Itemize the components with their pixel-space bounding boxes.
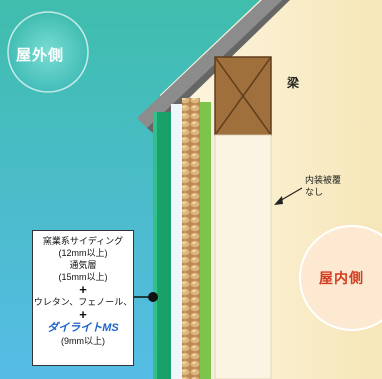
indoor-label: 屋内側 [319, 270, 364, 286]
interior-finish-label: 内装被覆 なし [305, 175, 342, 197]
insulation-layer [182, 98, 200, 379]
plus-sign-2: + [79, 307, 87, 322]
air-layer-text: 通気層 [69, 260, 97, 270]
product-thickness-text: (9mm以上) [61, 336, 105, 346]
beam-label: 梁 [287, 76, 300, 90]
outdoor-circle [8, 12, 88, 92]
outdoor-label: 屋外側 [16, 47, 65, 64]
layer-callout-box: 窯業系サイディング (12mm以上) 通気層 (15mm以上) + ウレタン、フ… [32, 230, 134, 366]
roof [137, 0, 282, 128]
siding-panel [153, 112, 171, 379]
insulation-text: ウレタン、フェノール、 [33, 297, 133, 307]
structural-board [200, 102, 211, 379]
siding-thickness-text: (12mm以上) [58, 248, 108, 258]
callout-dot [148, 292, 158, 302]
siding-text: 窯業系サイディング [42, 236, 124, 246]
stud [214, 134, 272, 379]
air-layer-thickness-text: (15mm以上) [58, 272, 108, 282]
product-name: ダイライトMS [47, 322, 119, 334]
air-layer [171, 104, 182, 379]
plus-sign-1: + [79, 282, 87, 297]
indoor-circle [299, 225, 382, 331]
